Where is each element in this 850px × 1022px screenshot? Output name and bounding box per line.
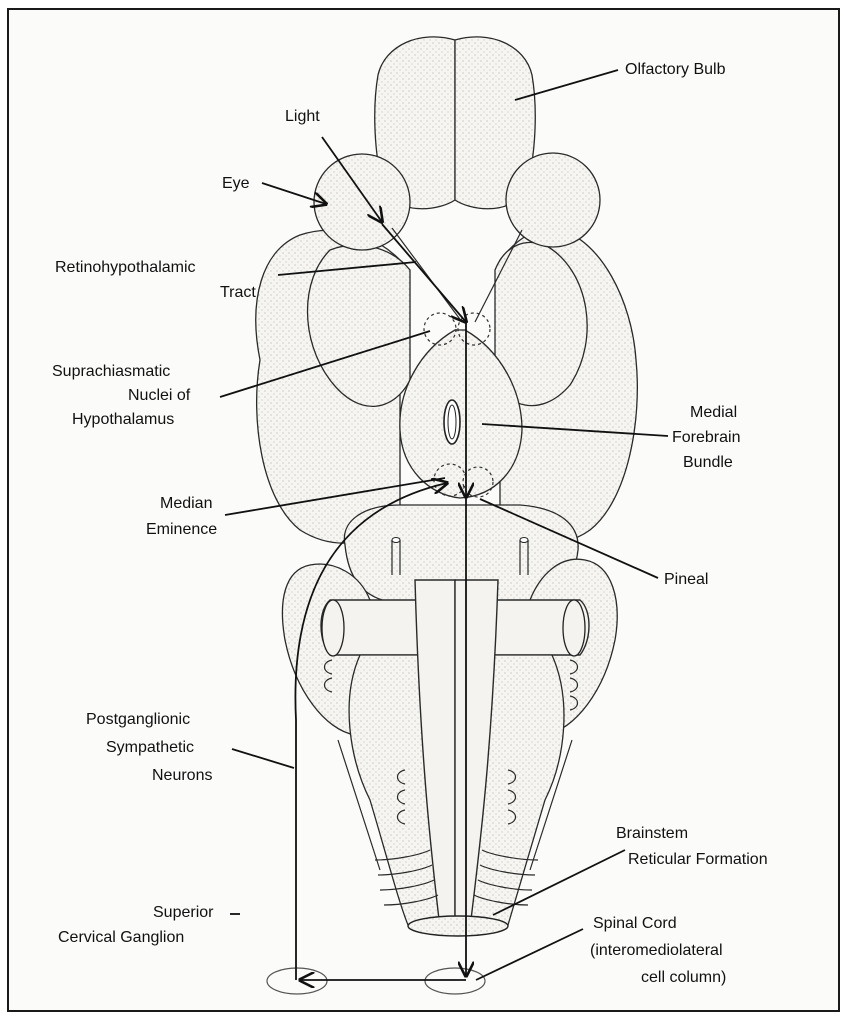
label-brainstem-1: Brainstem xyxy=(616,825,688,842)
label-postgang-1: Postganglionic xyxy=(86,711,190,728)
leader-spinal xyxy=(476,929,583,980)
label-rht-1: Retinohypothalamic xyxy=(55,259,196,276)
eye-left xyxy=(314,154,410,250)
label-mfb-2: Forebrain xyxy=(672,429,740,446)
label-superior-1: Superior xyxy=(153,904,214,921)
label-mfb-3: Bundle xyxy=(683,454,733,471)
brain-drawing xyxy=(256,37,638,994)
label-mfb-1: Medial xyxy=(690,404,737,421)
nerve-top-left xyxy=(392,538,400,543)
label-postgang-3: Neurons xyxy=(152,767,212,784)
spinal-cord-imlcc xyxy=(425,968,485,994)
label-postgang-2: Sympathetic xyxy=(106,739,194,756)
label-rht-2: Tract xyxy=(220,284,256,301)
leader-postgang xyxy=(232,749,294,768)
label-median-2: Eminence xyxy=(146,521,217,538)
label-spinal-1: Spinal Cord xyxy=(593,915,677,932)
spinal-cord-section xyxy=(408,916,508,936)
pituitary-stalk xyxy=(444,400,460,444)
trapezoid-end-right xyxy=(563,600,585,656)
label-scn-3: Hypothalamus xyxy=(72,411,174,428)
trapezoid-end-left xyxy=(322,600,344,656)
nerve-top-right xyxy=(520,538,528,543)
label-light: Light xyxy=(285,108,320,125)
label-pineal: Pineal xyxy=(664,571,708,588)
label-olfactory-bulb: Olfactory Bulb xyxy=(625,61,726,78)
label-median-1: Median xyxy=(160,495,212,512)
label-brainstem-2: Reticular Formation xyxy=(628,851,768,868)
label-eye: Eye xyxy=(222,175,250,192)
label-spinal-3: cell column) xyxy=(641,969,726,986)
label-superior-2: Cervical Ganglion xyxy=(58,929,184,946)
label-scn-2: Nuclei of xyxy=(128,387,191,404)
superior-cervical-ganglion xyxy=(267,968,327,994)
label-scn-1: Suprachiasmatic xyxy=(52,363,170,380)
label-spinal-2: (interomediolateral xyxy=(590,942,723,959)
